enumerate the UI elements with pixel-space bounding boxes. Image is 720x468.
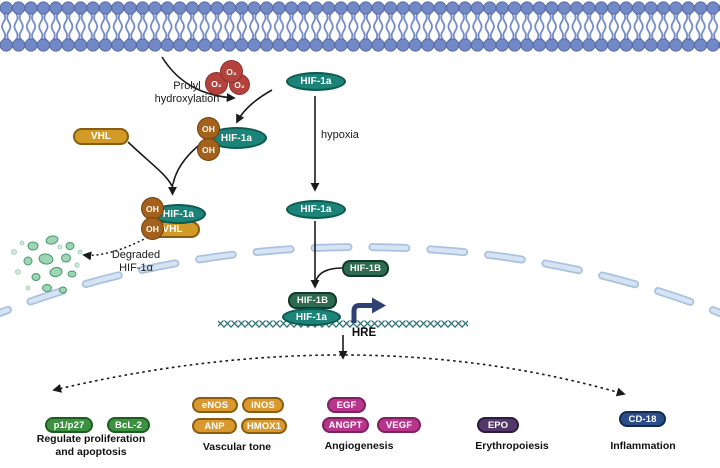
gene-pill-egf: EGF xyxy=(327,397,366,413)
dna-strand xyxy=(218,320,468,328)
cell-membrane xyxy=(0,0,720,53)
group-label-inflammation: Inflammation xyxy=(610,440,676,452)
gene-pill-angpt: ANGPT xyxy=(322,417,369,433)
gene-pill-epo: EPO xyxy=(477,417,519,433)
vhl-protein: VHL xyxy=(73,128,129,145)
group-label-proliferation: Regulate proliferation and apoptosis xyxy=(36,433,146,459)
prolyl-hydroxylation-label: Prolyl hydroxylation xyxy=(154,80,220,105)
hypoxia-label: hypoxia xyxy=(321,129,359,141)
hydroxyl-group: OH xyxy=(197,117,220,140)
degraded-fragments xyxy=(11,235,83,294)
hif1a-to-hydroxylation-arrow xyxy=(236,89,273,124)
vhl-binding-arrow-right xyxy=(172,145,199,185)
degradation-arrow xyxy=(82,236,149,261)
prolyl-arrow xyxy=(161,56,236,102)
hif1a-stabilized: HIF-1a xyxy=(286,200,346,219)
group-label-angiogenesis: Angiogenesis xyxy=(324,440,394,452)
hydroxyl-group: OH xyxy=(141,217,164,240)
gene-pill-hmox1: HMOX1 xyxy=(241,418,287,434)
gene-pill-cd18: CD-18 xyxy=(619,411,666,427)
hif1b-protein: HIF-1B xyxy=(342,260,389,277)
transcription-start-arrow xyxy=(351,297,386,323)
group-label-erythropoiesis: Erythropoiesis xyxy=(475,440,549,452)
gene-pill-anp: ANP xyxy=(192,418,237,434)
target-distribution-arc xyxy=(52,354,626,397)
gene-pill-inos: iNOS xyxy=(242,397,284,413)
hre-label: HRE xyxy=(351,327,377,339)
hif1b-nuclear: HIF-1B xyxy=(288,292,337,309)
pathway-arrows xyxy=(127,56,348,360)
degraded-hif1a-label: Degraded HIF-1α xyxy=(111,249,161,274)
hif1b-join-arrow xyxy=(315,267,343,282)
hydroxyl-group: OH xyxy=(197,138,220,161)
gene-pill-bcl2: BcL-2 xyxy=(107,417,150,433)
gene-pill-enos: eNOS xyxy=(192,397,238,413)
group-label-vascular-tone: Vascular tone xyxy=(202,441,272,453)
o2-molecule: O₂ xyxy=(220,60,243,83)
gene-pill-vegf: VEGF xyxy=(377,417,421,433)
hif1a-nuclear: HIF-1a xyxy=(282,308,341,326)
gene-pill-p1p27: p1/p27 xyxy=(45,417,93,433)
hif1a-protein: HIF-1a xyxy=(286,72,346,91)
vhl-binding-arrow-left xyxy=(127,141,173,187)
